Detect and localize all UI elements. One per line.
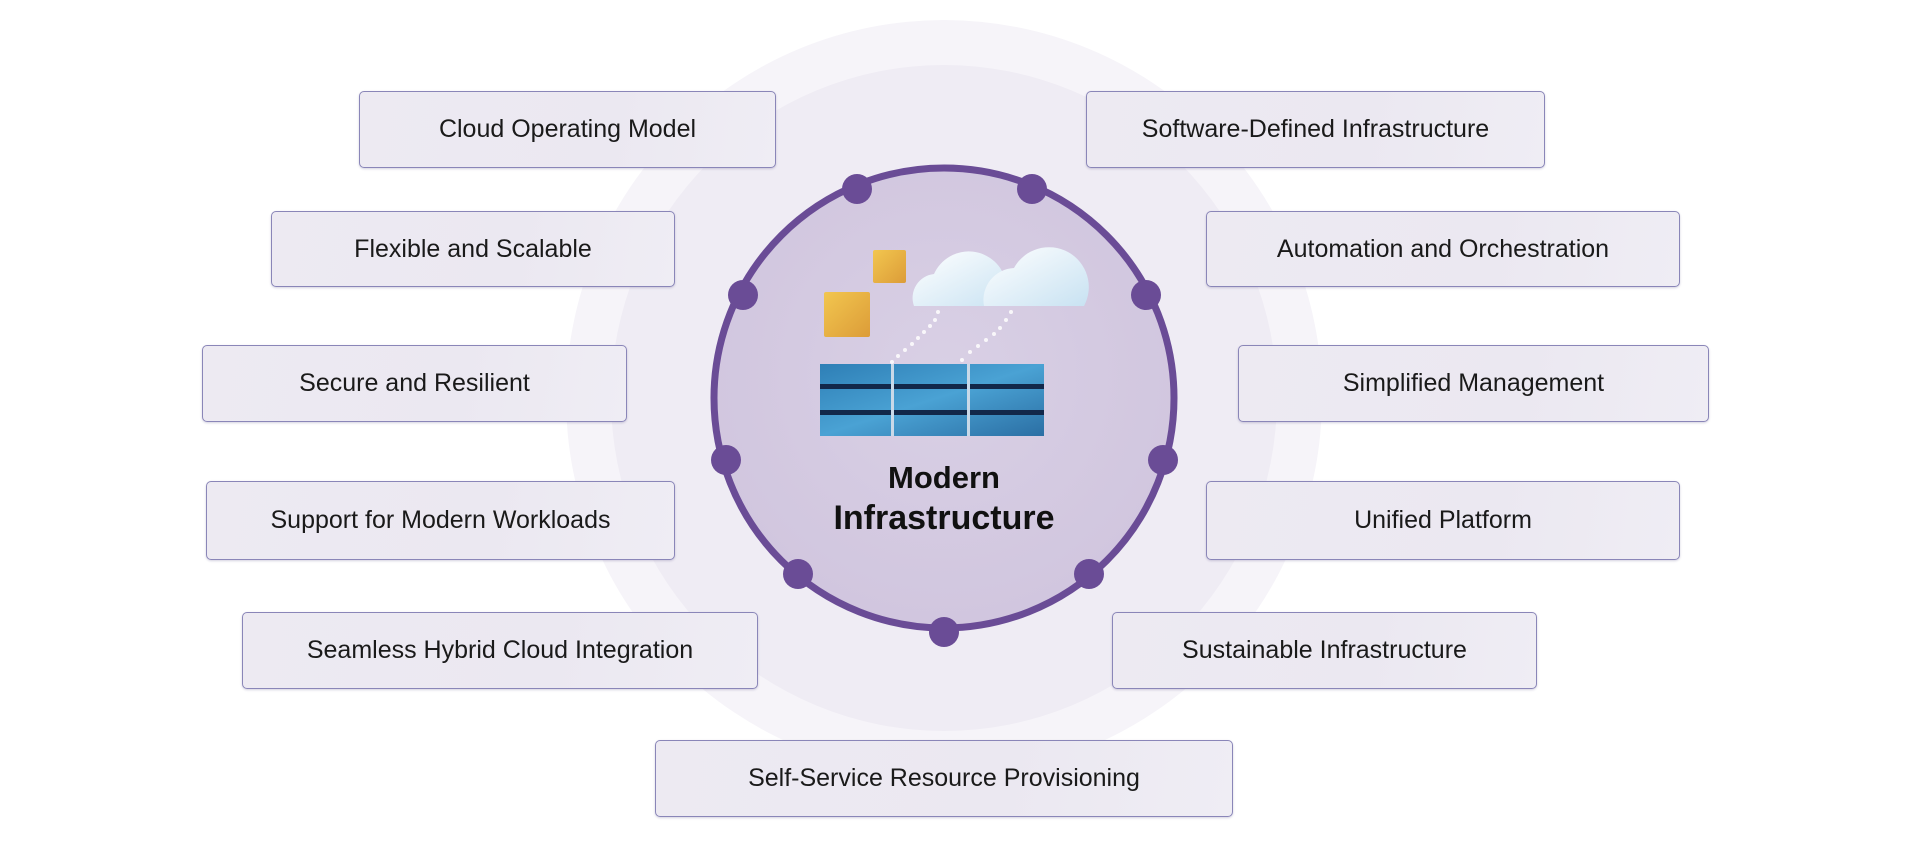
- feature-box-left-3: Secure and Resilient: [202, 345, 627, 422]
- feature-box-left-2: Flexible and Scalable: [271, 211, 675, 287]
- feature-box-right-5: Sustainable Infrastructure: [1112, 612, 1537, 689]
- center-title-line1: Modern: [888, 460, 1000, 495]
- feature-box-left-5: Seamless Hybrid Cloud Integration: [242, 612, 758, 689]
- feature-box-right-3: Simplified Management: [1238, 345, 1709, 422]
- cloud-icon: [912, 247, 1089, 306]
- cloud-server-icon: [820, 247, 1089, 436]
- gold-tile-large: [824, 292, 870, 337]
- ring-node: [929, 617, 959, 647]
- feature-box-right-1: Software-Defined Infrastructure: [1086, 91, 1545, 168]
- server-rack-icon: [820, 364, 1044, 436]
- feature-box-bottom: Self-Service Resource Provisioning: [655, 740, 1233, 817]
- feature-box-right-2: Automation and Orchestration: [1206, 211, 1680, 287]
- ring-node: [783, 559, 813, 589]
- gold-tile-small: [873, 250, 906, 283]
- ring-node: [842, 174, 872, 204]
- center-title-line2: Infrastructure: [833, 499, 1055, 537]
- feature-box-left-1: Cloud Operating Model: [359, 91, 776, 168]
- feature-box-right-4: Unified Platform: [1206, 481, 1680, 560]
- ring-node: [1131, 280, 1161, 310]
- feature-box-left-4: Support for Modern Workloads: [206, 481, 675, 560]
- ring-node: [711, 445, 741, 475]
- center-title: Modern Infrastructure: [744, 458, 1144, 538]
- ring-node: [728, 280, 758, 310]
- ring-node: [1017, 174, 1047, 204]
- ring-node: [1074, 559, 1104, 589]
- ring-node: [1148, 445, 1178, 475]
